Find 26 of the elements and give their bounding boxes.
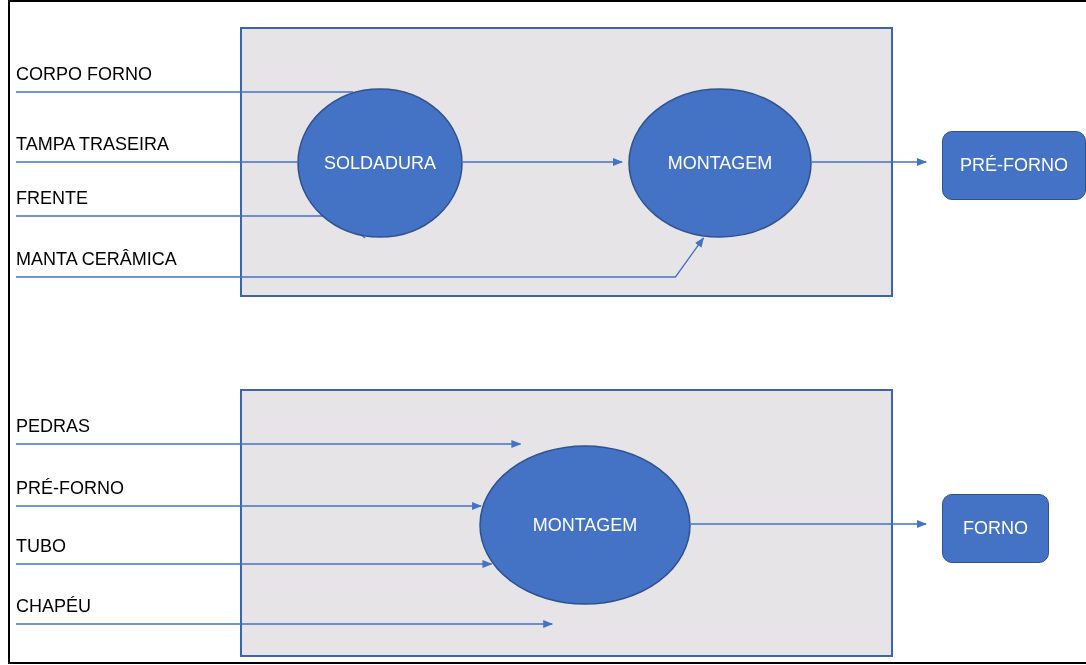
output-box: FORNO xyxy=(942,494,1049,563)
process-area-box xyxy=(240,27,893,297)
arrow xyxy=(15,502,483,510)
input-label: FRENTE xyxy=(16,186,216,216)
arrow xyxy=(462,158,623,166)
arrow xyxy=(15,620,554,628)
process-ellipse: MONTAGEM xyxy=(628,88,812,238)
input-label: TAMPA TRASEIRA xyxy=(16,132,216,162)
process-ellipse: SOLDADURA xyxy=(297,88,463,238)
connector-line xyxy=(15,161,298,163)
connector-line xyxy=(15,215,366,239)
output-box: PRÉ-FORNO xyxy=(942,131,1086,200)
process-area-box xyxy=(240,389,893,657)
arrow xyxy=(15,560,493,568)
arrow xyxy=(15,440,522,448)
input-label: TUBO xyxy=(16,534,216,564)
arrow xyxy=(811,158,927,166)
arrow xyxy=(15,237,705,278)
input-label: MANTA CERÂMICA xyxy=(16,247,216,277)
arrow xyxy=(690,520,927,528)
input-label: CHAPÉU xyxy=(16,594,216,624)
input-label: PEDRAS xyxy=(16,414,216,444)
input-label: CORPO FORNO xyxy=(16,62,216,92)
connector-line xyxy=(15,91,354,93)
process-ellipse: MONTAGEM xyxy=(479,445,691,605)
input-label: PRÉ-FORNO xyxy=(16,476,216,506)
